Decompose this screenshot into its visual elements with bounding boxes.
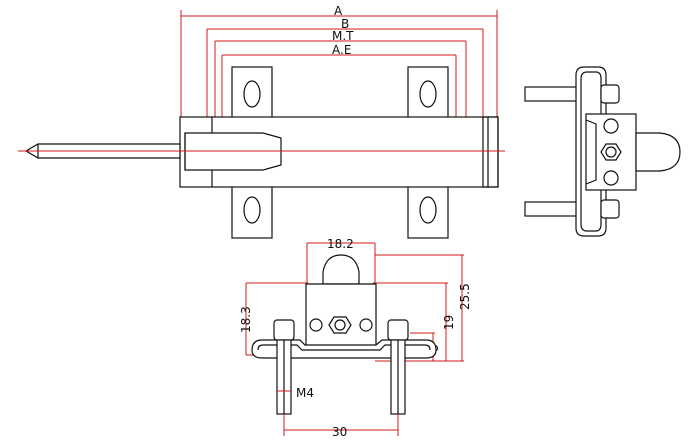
dim-label-ae: A.E [332,43,351,57]
dim-label-18-3: 18.3 [239,306,253,333]
dim-label-19: 19 [442,315,456,330]
dim-label-18-2: 18.2 [327,237,354,251]
mount-plate-bottom-left [231,185,273,239]
dim-label-mt: M.T [332,29,354,43]
dim-label-b: B [341,17,349,31]
front-view: 18.2 18.3 8 19 25.5 [239,237,472,439]
side-knob [635,132,681,172]
front-knob [322,254,360,285]
mount-plate-top-right [407,66,449,120]
mount-plate-top-left [231,66,273,120]
dim-label-m4: M4 [296,386,314,400]
side-housing [585,113,637,191]
side-view [524,66,681,237]
mount-plate-bottom-right [407,185,449,239]
dim-label-25-5: 25.5 [458,283,472,310]
top-view: A B M.T A.E [18,4,505,239]
dim-label-30: 30 [332,425,347,439]
dim-label-a: A [334,4,343,18]
dimension-lines-top [180,10,498,118]
